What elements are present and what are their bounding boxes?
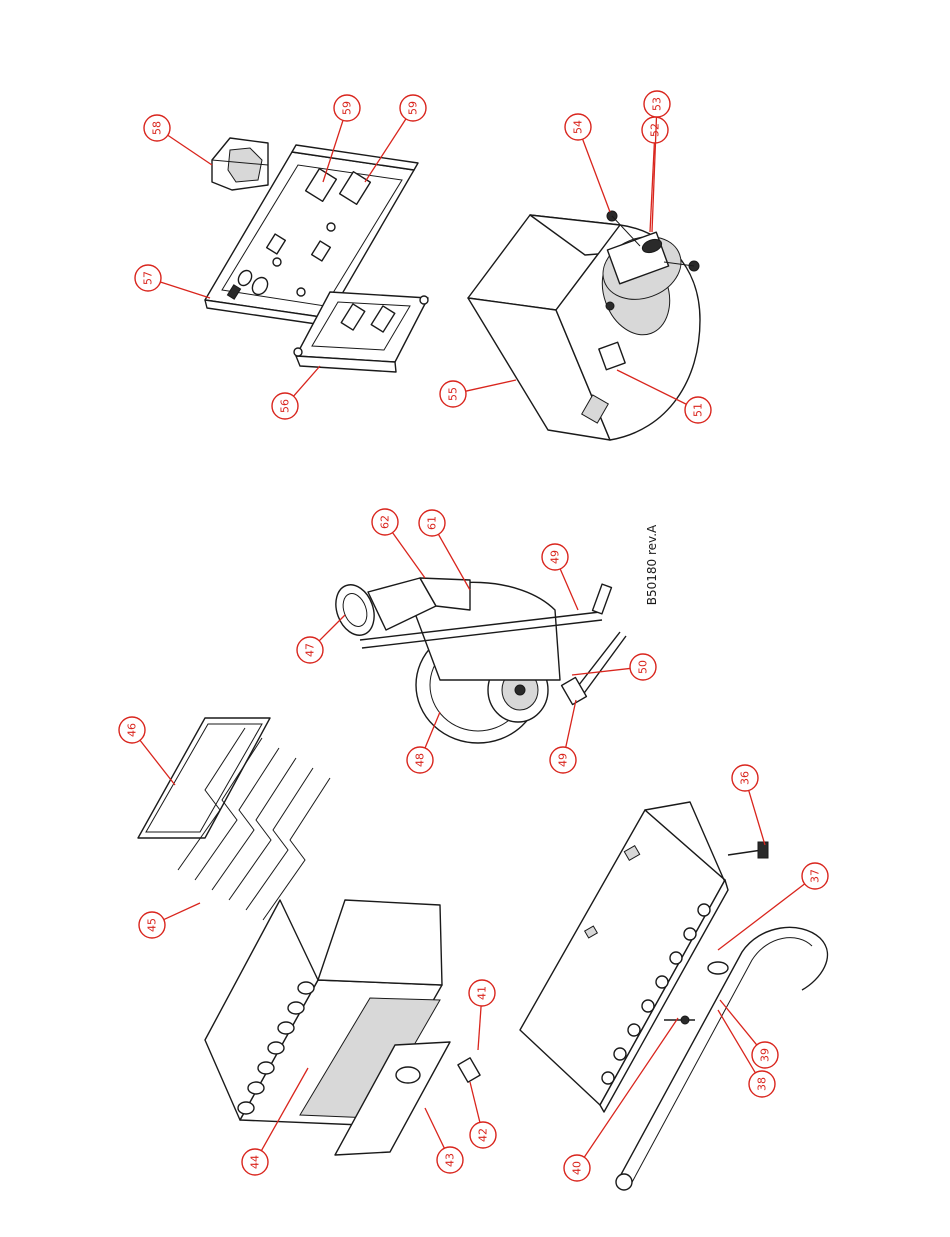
leader-line: [319, 615, 345, 641]
heat-exchanger-assembly: [138, 718, 480, 1155]
leader-line: [749, 790, 765, 845]
balloon-54: 54: [565, 114, 610, 212]
leader-line: [466, 380, 516, 391]
balloon-label: 43: [444, 1153, 457, 1167]
inducer-blower-assembly: [329, 578, 626, 743]
balloon-label: 52: [649, 123, 662, 137]
balloon-47: 47: [297, 615, 345, 663]
balloon-label: 58: [151, 121, 164, 135]
balloon-46: 46: [119, 717, 175, 785]
balloon-label: 36: [739, 771, 752, 785]
balloon-43: 43: [425, 1108, 463, 1173]
balloon-label: 46: [126, 723, 139, 737]
balloon-label: 42: [477, 1128, 490, 1142]
balloon-49: 49: [542, 544, 578, 610]
balloon-label: 49: [557, 753, 570, 767]
leader-line: [294, 366, 320, 396]
balloon-label: 38: [756, 1077, 769, 1091]
leader-line: [566, 700, 576, 747]
balloon-label: 39: [759, 1048, 772, 1062]
leader-line: [583, 139, 610, 212]
leader-line: [560, 569, 578, 610]
balloon-label: 51: [692, 403, 705, 417]
balloon-label: 41: [476, 986, 489, 1000]
balloon-label: 53: [651, 97, 664, 111]
balloon-label: 56: [279, 399, 292, 413]
balloon-label: 37: [809, 869, 822, 883]
balloon-62: 62: [372, 509, 425, 578]
leader-line: [393, 533, 425, 578]
leader-line: [168, 135, 212, 165]
balloon-label: 44: [249, 1155, 262, 1169]
leader-line: [478, 1006, 481, 1050]
balloon-label: 48: [414, 753, 427, 767]
balloon-58: 58: [144, 115, 212, 165]
balloon-56: 56: [272, 366, 320, 419]
balloon-36: 36: [732, 765, 765, 845]
balloon-label: 62: [379, 515, 392, 529]
balloon-label: 55: [447, 387, 460, 401]
balloon-52: 52: [642, 117, 668, 232]
balloon-53: 53: [644, 91, 670, 232]
leader-line: [164, 903, 200, 920]
balloon-label: 61: [426, 516, 439, 530]
leader-line: [140, 740, 175, 785]
balloon-label: 40: [571, 1161, 584, 1175]
balloon-label: 59: [407, 101, 420, 115]
leader-line: [160, 282, 210, 298]
balloon-label: 49: [549, 550, 562, 564]
leader-line: [470, 1082, 480, 1122]
drawing-reference: B50180 rev.A: [645, 524, 659, 605]
balloon-label: 50: [637, 660, 650, 674]
balloon-57: 57: [135, 265, 210, 298]
balloon-41: 41: [469, 980, 495, 1050]
balloon-label: 54: [572, 120, 585, 134]
balloon-55: 55: [440, 380, 516, 407]
balloon-42: 42: [470, 1082, 496, 1148]
balloon-label: 59: [341, 101, 354, 115]
balloon-49: 49: [550, 700, 576, 773]
transformer: [212, 138, 268, 190]
balloon-label: 45: [146, 918, 159, 932]
balloon-label: 57: [142, 271, 155, 285]
balloon-label: 47: [304, 643, 317, 657]
balloon-45: 45: [139, 903, 200, 938]
balloon-50: 50: [572, 654, 656, 680]
leader-line: [425, 1108, 444, 1148]
